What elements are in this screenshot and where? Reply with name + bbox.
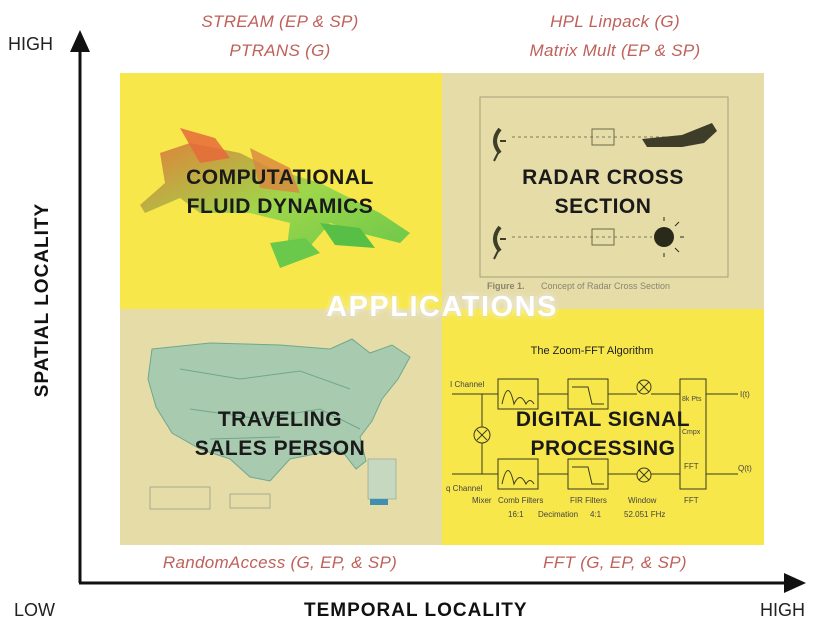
benchmark-randomaccess: RandomAccess (G, EP, & SP) xyxy=(162,553,398,572)
benchmark-fft: FFT (G, EP, & SP) xyxy=(543,553,687,572)
cfd-aircraft-image xyxy=(140,128,410,268)
sphere-target xyxy=(654,217,684,257)
rcs-caption: Concept of Radar Cross Section xyxy=(541,281,671,291)
window-mult-i xyxy=(636,379,652,395)
tsp-usa-map xyxy=(147,338,411,510)
dsp-label-ratio1: 16:1 xyxy=(508,510,524,519)
dsp-label-out-i: I(t) xyxy=(740,390,750,399)
dsp-label-fft: FFT xyxy=(684,496,699,505)
comb-filter-q xyxy=(497,458,539,490)
benchmark-stream: STREAM (EP & SP) xyxy=(201,12,359,31)
dsp-label-freq: 52.051 FHz xyxy=(624,510,665,519)
dsp-zoom-fft-diagram: The Zoom-FFT Algorithm I Channel q Chann… xyxy=(446,345,752,519)
dsp-label-cmpx: Cmpx xyxy=(682,429,701,436)
rcs-caption-label: Figure 1. xyxy=(487,281,525,291)
dsp-label-comb: Comb Filters xyxy=(498,496,543,505)
map-legend xyxy=(367,458,397,500)
x-axis-arrowhead xyxy=(784,573,806,593)
rcs-title-line2: SECTION xyxy=(554,195,652,218)
cfd-title-line1: COMPUTATIONAL xyxy=(186,166,374,189)
tsp-title-line2: SALES PERSON xyxy=(194,437,366,460)
map-inset-hawaii xyxy=(229,493,271,509)
benchmark-hpl: HPL Linpack (G) xyxy=(550,12,680,31)
y-axis-arrowhead xyxy=(70,30,90,52)
dsp-label-fir: FIR Filters xyxy=(570,496,607,505)
dsp-i-channel: I Channel xyxy=(450,380,484,389)
window-mult-q xyxy=(636,467,652,483)
dsp-label-fft-block: FFT xyxy=(684,462,699,471)
x-axis-title: TEMPORAL LOCALITY xyxy=(304,600,528,621)
dsp-label-out-q: Q(t) xyxy=(738,464,752,473)
rcs-title-line1: RADAR CROSS xyxy=(522,166,684,189)
quadrant-dsp xyxy=(442,309,764,545)
aircraft-target xyxy=(642,123,717,147)
dsp-label-ratio2: 4:1 xyxy=(590,510,602,519)
quadrant-rcs xyxy=(442,73,764,309)
dsp-label-mixer: Mixer xyxy=(472,496,492,505)
quadrant-title-tsp: TRAVELING SALES PERSON xyxy=(150,405,410,463)
dsp-label-window: Window xyxy=(628,496,657,505)
dsp-figure-title: The Zoom-FFT Algorithm xyxy=(531,345,654,357)
y-axis-title: SPATIAL LOCALITY xyxy=(32,202,53,398)
quadrant-title-cfd: COMPUTATIONAL FLUID DYNAMICS xyxy=(150,163,410,221)
dsp-title-line2: PROCESSING xyxy=(530,437,676,460)
dsp-q-channel: q Channel xyxy=(446,484,483,493)
dsp-title-line1: DIGITAL SIGNAL xyxy=(515,408,691,431)
rcs-figure xyxy=(479,96,729,278)
x-axis-high-label: HIGH xyxy=(760,600,805,620)
cfd-title-line2: FLUID DYNAMICS xyxy=(186,195,374,218)
fft-block xyxy=(679,378,707,490)
map-inset-alaska xyxy=(149,486,211,510)
x-axis-low-label: LOW xyxy=(14,600,56,620)
tsp-title-line1: TRAVELING xyxy=(217,408,343,431)
radar-dish-bottom xyxy=(493,225,506,260)
aircraft-shape xyxy=(140,128,410,268)
applications-label: APPLICATIONS xyxy=(326,291,558,323)
quadrant-title-dsp: DIGITAL SIGNAL PROCESSING xyxy=(473,405,733,463)
rcs-figure-frame xyxy=(479,96,729,278)
benchmark-ptrans: PTRANS (G) xyxy=(229,41,331,60)
radar-dish-top xyxy=(493,127,506,162)
benchmark-matrix-mult: Matrix Mult (EP & SP) xyxy=(529,41,701,60)
quadrant-title-rcs: RADAR CROSS SECTION xyxy=(473,163,733,221)
dsp-label-pts: 8k Pts xyxy=(682,396,702,403)
dsp-label-decimation: Decimation xyxy=(538,510,578,519)
y-axis-high-label: HIGH xyxy=(8,34,53,54)
